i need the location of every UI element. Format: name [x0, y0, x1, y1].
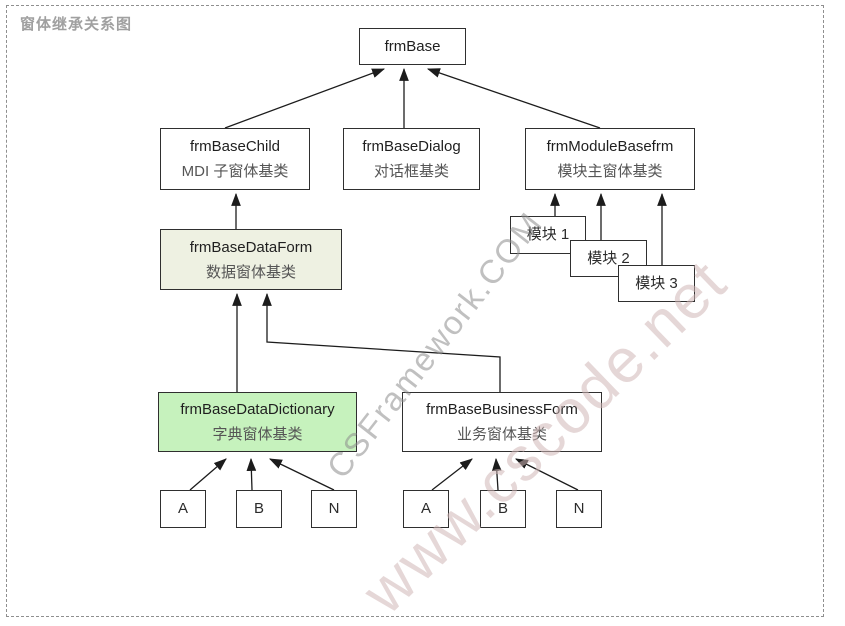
- node-subtitle: 对话框基类: [373, 163, 449, 180]
- node-title: A: [420, 500, 431, 517]
- node-title: A: [177, 500, 188, 517]
- node-title: frmBaseDataDictionary: [180, 401, 335, 418]
- node-frmbasedialog: frmBaseDialog 对话框基类: [343, 128, 480, 190]
- node-title: 模块 1: [526, 226, 570, 243]
- node-subtitle: 数据窗体基类: [205, 263, 296, 281]
- node-biz-child-b: B: [480, 490, 526, 528]
- dashed-border: [6, 5, 824, 617]
- node-title: frmBaseChild: [189, 138, 281, 155]
- node-frmmodulebasefrm: frmModuleBasefrm 模块主窗体基类: [525, 128, 695, 190]
- node-title: frmBase: [384, 37, 441, 55]
- node-biz-child-n: N: [556, 490, 602, 528]
- node-title: B: [253, 500, 264, 517]
- edge-biz-n: [515, 458, 579, 491]
- edge-child-to-base: [224, 68, 386, 129]
- node-dict-child-n: N: [311, 490, 357, 528]
- node-title: frmModuleBasefrm: [546, 138, 674, 155]
- edge-dict-b: [246, 457, 257, 491]
- node-subtitle: MDI 子窗体基类: [181, 163, 289, 180]
- node-frmbasedataform: frmBaseDataForm 数据窗体基类: [160, 229, 342, 290]
- edge-dict-a: [189, 458, 227, 491]
- node-frmbasechild: frmBaseChild MDI 子窗体基类: [160, 128, 310, 190]
- edge-dict-n: [269, 458, 335, 491]
- node-module-3: 模块 3: [618, 265, 695, 302]
- node-title: frmBaseBusinessForm: [426, 401, 578, 418]
- node-title: 模块 2: [587, 249, 630, 267]
- node-frmbasedatadictionary: frmBaseDataDictionary 字典窗体基类: [158, 392, 357, 452]
- edge-biz-a: [431, 458, 473, 491]
- page-title: 窗体继承关系图: [20, 16, 133, 33]
- node-subtitle: 字典窗体基类: [212, 426, 303, 443]
- node-frmbase: frmBase: [359, 28, 466, 65]
- edge-business-to-dataform: [262, 292, 501, 392]
- node-dict-child-b: B: [236, 490, 282, 528]
- node-title: frmBaseDataForm: [189, 238, 313, 256]
- node-subtitle: 业务窗体基类: [456, 426, 547, 443]
- node-title: N: [573, 500, 585, 517]
- node-frmbasebusinessform: frmBaseBusinessForm 业务窗体基类: [402, 392, 602, 452]
- node-title: frmBaseDialog: [362, 138, 461, 155]
- node-title: N: [328, 500, 340, 517]
- node-title: B: [497, 500, 508, 517]
- node-biz-child-a: A: [403, 490, 449, 528]
- edge-biz-b: [491, 457, 502, 491]
- node-subtitle: 模块主窗体基类: [557, 163, 663, 180]
- edge-module-to-base: [426, 68, 601, 129]
- node-title: 模块 3: [635, 274, 678, 292]
- node-dict-child-a: A: [160, 490, 206, 528]
